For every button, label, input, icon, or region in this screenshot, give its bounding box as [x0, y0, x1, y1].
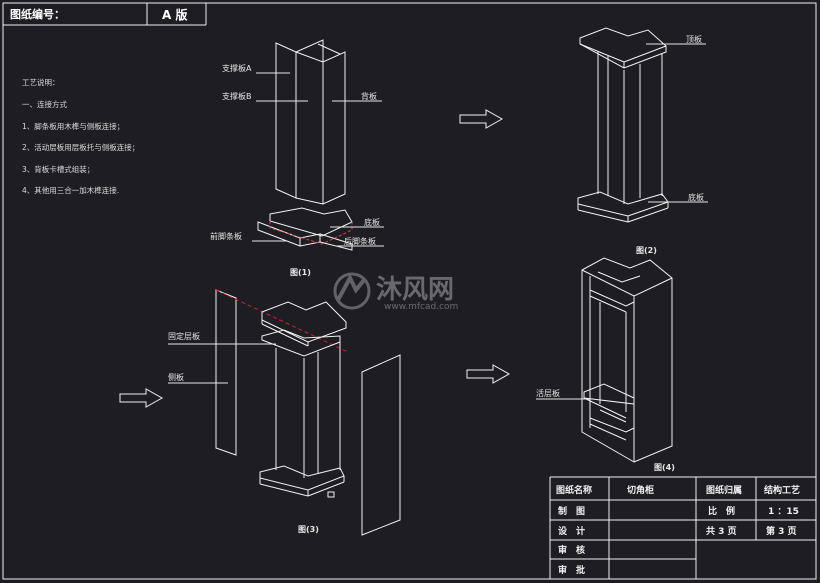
title-block-cell: 审 核	[558, 544, 585, 556]
label-bottom-board-2: 底板	[688, 192, 704, 202]
notes-line: 4、其他用三合一加木榫连接.	[22, 185, 119, 195]
title-block-text: 图纸名称 切角柜 图纸归属 结构工艺 制 图 比 例 1 ：15 设 计 共 3…	[556, 484, 800, 576]
title-block-cell: 1 ：15	[768, 507, 799, 517]
title-block-cell: 制 图	[558, 505, 585, 517]
figure-1	[257, 39, 353, 251]
title-block-cell: 图纸名称	[556, 484, 592, 496]
title-block-cell: 第 3 页	[766, 525, 797, 537]
notes-title: 工艺说明：	[22, 77, 60, 87]
arrow-icon	[119, 388, 164, 408]
label-front-kick: 前脚条板	[210, 231, 242, 241]
process-notes: 工艺说明： 一、连接方式 1、脚条板用木榫与侧板连接； 2、活动层板用层板托与侧…	[22, 77, 139, 195]
figure-4-caption: 图(4)	[654, 463, 675, 472]
figure-2-labels: 顶板 底板 图(2)	[636, 34, 708, 255]
notes-line: 1、脚条板用木榫与侧板连接；	[22, 121, 124, 131]
title-block-cell: 切角柜	[627, 484, 654, 496]
title-block	[549, 476, 816, 579]
title-block-cell: 设 计	[558, 525, 585, 537]
drawing-number-box: 图纸编号： A 版	[3, 3, 207, 26]
title-block-cell: 比 例	[708, 505, 735, 517]
figure-4	[581, 257, 673, 463]
notes-line: 3、背板卡槽式组装；	[22, 164, 94, 174]
figure-3-labels: 固定层板 侧板 图(3)	[168, 331, 319, 534]
title-block-cell: 图纸归属	[706, 484, 742, 496]
label-side-panel: 侧板	[168, 372, 184, 382]
watermark: 沐风网 www.mfcad.com	[333, 272, 458, 312]
arrow-icon	[459, 109, 504, 129]
figure-1-labels: 支撑板A 支撑板B 背板 底板 前脚条板 后脚条板 图(1)	[210, 63, 384, 277]
title-block-cell: 结构工艺	[764, 484, 800, 496]
title-block-cell: 审 批	[558, 564, 585, 576]
figure-3	[215, 289, 401, 536]
figure-4-labels: 活层板 图(4)	[536, 388, 675, 472]
label-support-a: 支撑板A	[222, 63, 252, 73]
figure-2	[577, 27, 669, 223]
drawing-number-label: 图纸编号：	[10, 7, 65, 21]
arrow-icon	[466, 364, 511, 384]
label-fixed-shelf: 固定层板	[168, 331, 200, 341]
title-block-cell: 共 3 页	[706, 525, 737, 537]
label-top-board: 顶板	[686, 34, 702, 44]
watermark-logo-icon	[333, 272, 371, 310]
label-bottom-board-1: 底板	[364, 217, 380, 227]
figure-1-caption: 图(1)	[290, 268, 311, 277]
notes-line: 2、活动层板用层板托与侧板连接；	[22, 142, 139, 152]
watermark-url: www.mfcad.com	[384, 302, 458, 312]
label-back-panel: 背板	[361, 91, 377, 101]
label-support-b: 支撑板B	[222, 91, 252, 101]
label-movable-shelf: 活层板	[536, 388, 560, 398]
watermark-brand: 沐风网	[376, 275, 454, 305]
label-rear-kick: 后脚条板	[344, 236, 376, 246]
notes-line: 一、连接方式	[22, 99, 67, 109]
drawing-number-value: A 版	[162, 7, 187, 22]
figure-3-caption: 图(3)	[298, 525, 319, 534]
figure-2-caption: 图(2)	[636, 246, 657, 255]
